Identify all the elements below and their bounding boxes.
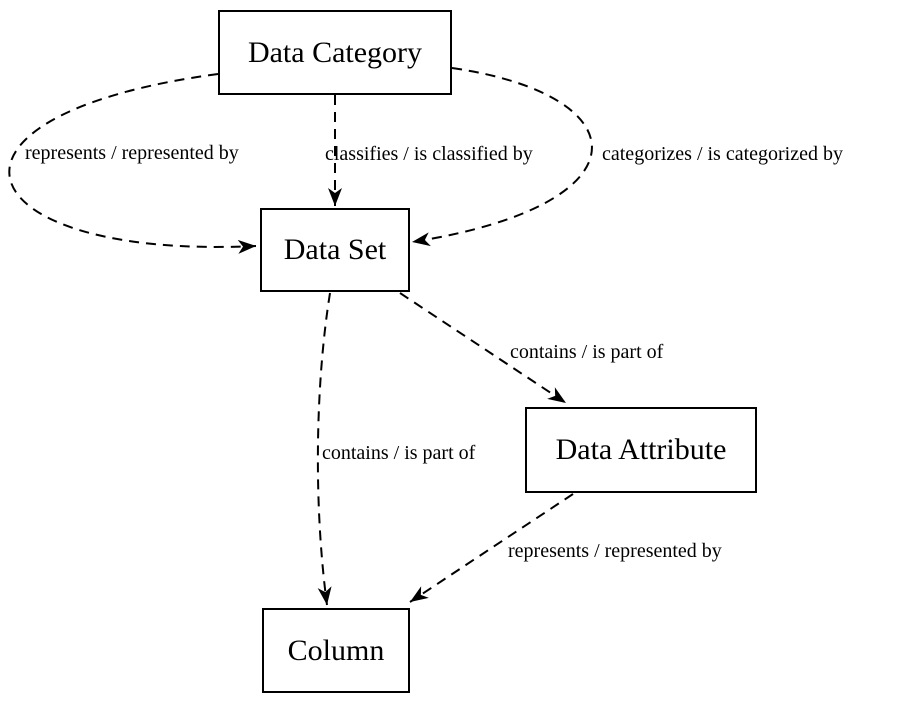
edge-contains-dataset-to-column-path: [316, 292, 332, 606]
node-data-category-label: Data Category: [247, 35, 423, 69]
edge-label-represents-attribute-column: represents / represented by: [508, 540, 722, 562]
edge-label-represents-category-dataset: represents / represented by: [25, 142, 239, 164]
edge-label-contains-dataset-column: contains / is part of: [322, 442, 476, 464]
node-column-label: Column: [287, 633, 385, 667]
edge-label-contains-dataset-attribute: contains / is part of: [510, 341, 664, 363]
node-data-set-label: Data Set: [283, 233, 387, 266]
node-data-set: Data Set: [260, 208, 410, 292]
node-column: Column: [262, 608, 410, 693]
node-data-attribute-label: Data Attribute: [555, 433, 727, 466]
node-data-category: Data Category: [218, 10, 452, 95]
edge-label-categorizes: categorizes / is categorized by: [602, 143, 843, 165]
edge-represents-attribute-to-column-path: [409, 493, 574, 603]
node-data-attribute: Data Attribute: [525, 407, 757, 493]
edge-label-classifies: classifies / is classified by: [325, 143, 533, 165]
edge-categorizes-category-to-dataset-path: [411, 67, 593, 247]
